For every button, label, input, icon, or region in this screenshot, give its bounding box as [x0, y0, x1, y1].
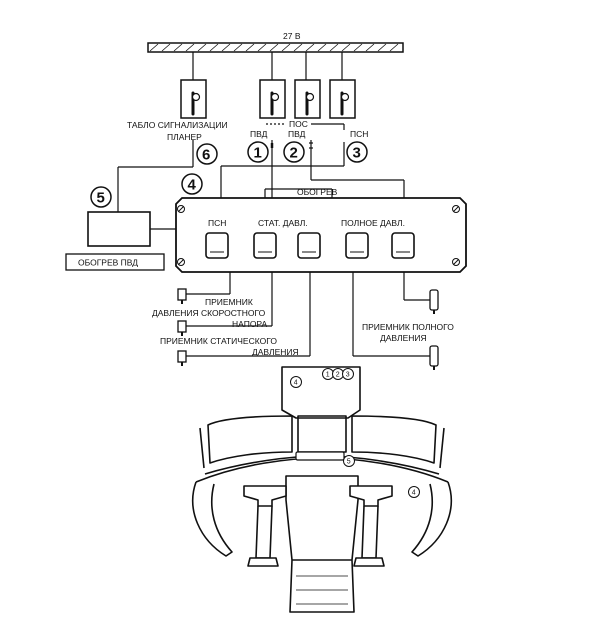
svg-text:6: 6	[202, 147, 210, 164]
svg-text:4: 4	[412, 490, 416, 497]
lamp-full-2	[391, 232, 415, 259]
lamp-full-1	[345, 232, 369, 259]
bus-wires	[192, 52, 343, 80]
switch-to-panel-wires	[117, 140, 405, 212]
svg-text:1: 1	[254, 145, 262, 162]
lamp-stat-1	[253, 232, 277, 259]
lamp-psn	[205, 232, 229, 259]
pvd-heating-label: ОБОГРЕВ ПВД	[78, 258, 138, 268]
full-receiver-line2: ДАВЛЕНИЯ	[380, 333, 427, 343]
svg-text:5: 5	[97, 190, 105, 207]
tablo-label-line1: ТАБЛО СИГНАЛИЗАЦИИ	[127, 120, 228, 130]
svg-text:2: 2	[290, 145, 298, 162]
bus-voltage-label: 27 В	[283, 31, 301, 41]
receiver-static	[177, 350, 187, 366]
svg-text:5: 5	[347, 459, 351, 466]
receiver-wires	[186, 272, 430, 357]
switch-psn[interactable]	[329, 79, 356, 119]
cockpit-callout-right-4: 4	[408, 486, 420, 498]
svg-text:2: 2	[336, 372, 340, 379]
svg-text:3: 3	[353, 145, 361, 162]
psn-label: ПСН	[350, 129, 368, 139]
static-receiver-line2: ДАВЛЕНИЯ	[252, 347, 299, 357]
receiver-full-1	[429, 289, 439, 314]
callout-5: 5	[90, 186, 112, 208]
dynamic-receiver-line3: НАПОРА	[232, 319, 268, 329]
lamp-stat-2	[297, 232, 321, 259]
switch-pvd1[interactable]	[259, 79, 286, 119]
pvd-heating-box	[65, 211, 176, 271]
callout-3: 3	[346, 141, 368, 163]
panel-title: ОБОГРЕВ	[297, 187, 338, 197]
tablo-label-line2: ПЛАНЕР	[167, 132, 202, 142]
cockpit-callout-overhead-4: 4	[290, 376, 302, 388]
cockpit-callout-5: 5	[343, 455, 355, 467]
pvd2-label: ПВД	[288, 129, 306, 139]
svg-text:4: 4	[188, 177, 197, 194]
receiver-dynamic-2	[177, 320, 187, 336]
receiver-dynamic-1	[177, 288, 187, 304]
panel-label-full: ПОЛНОЕ ДАВЛ.	[341, 218, 405, 228]
cockpit-callout-3: 3	[342, 368, 354, 380]
panel-label-stat: СТАТ. ДАВЛ.	[258, 218, 308, 228]
switch-pvd2[interactable]	[294, 79, 321, 119]
power-bus	[147, 42, 404, 53]
svg-text:4: 4	[294, 380, 298, 387]
static-receiver-line1: ПРИЕМНИК СТАТИЧЕСКОГО	[160, 336, 277, 346]
svg-text:3: 3	[346, 372, 350, 379]
pos-label: ПОС	[289, 119, 308, 129]
panel-label-psn: ПСН	[208, 218, 226, 228]
callout-6: 6	[196, 143, 218, 165]
switch-tablo[interactable]	[180, 79, 207, 119]
receiver-full-2	[429, 345, 439, 370]
pvd1-label: ПВД	[250, 129, 268, 139]
dynamic-receiver-line2: ДАВЛЕНИЯ СКОРОСТНОГО	[152, 308, 266, 318]
cockpit-illustration	[191, 366, 453, 613]
cockpit-callout-1: 1	[322, 368, 334, 380]
pos-bracket	[266, 123, 345, 130]
full-receiver-line1: ПРИЕМНИК ПОЛНОГО	[362, 322, 454, 332]
callout-2: 2	[283, 141, 305, 163]
callout-4: 4	[181, 173, 203, 195]
callout-1: 1	[247, 141, 269, 163]
svg-text:1: 1	[326, 372, 330, 379]
dynamic-receiver-line1: ПРИЕМНИК	[205, 297, 253, 307]
cockpit-callout-2: 2	[332, 368, 344, 380]
